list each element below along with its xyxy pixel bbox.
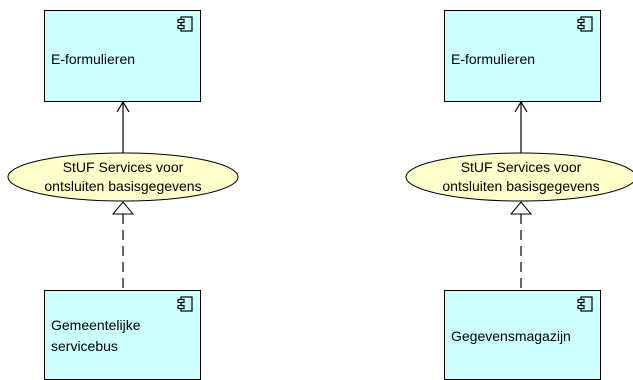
right-service-label: StUF Services voor ontsluiten basisgegev… — [442, 159, 600, 194]
component-icon — [177, 296, 193, 312]
component-icon — [577, 16, 593, 32]
right-serving-arrowhead — [514, 100, 528, 113]
diagram-connectors — [7, 100, 633, 290]
left-service-label: StUF Services voor ontsluiten basisgegev… — [44, 159, 202, 194]
component-label: E-formulieren — [451, 51, 536, 67]
component-label: E-formulieren — [51, 51, 136, 67]
component-label: Gegevensmagazijn — [451, 328, 571, 344]
left-service-ellipse[interactable] — [7, 152, 239, 202]
component-icon — [177, 16, 193, 32]
component-label: Gemeentelijke servicebus — [51, 317, 141, 354]
right-bottom-component[interactable]: Gegevensmagazijn — [444, 290, 601, 380]
left-serving-arrowhead — [116, 100, 130, 113]
right-service-ellipse[interactable] — [405, 152, 633, 202]
left-realization-arrowhead — [111, 201, 135, 215]
right-realization-arrowhead — [509, 201, 533, 215]
right-top-component[interactable]: E-formulieren — [444, 10, 601, 102]
left-bottom-component[interactable]: Gemeentelijke servicebus — [44, 290, 201, 380]
component-icon — [577, 296, 593, 312]
left-top-component[interactable]: E-formulieren — [44, 10, 201, 102]
